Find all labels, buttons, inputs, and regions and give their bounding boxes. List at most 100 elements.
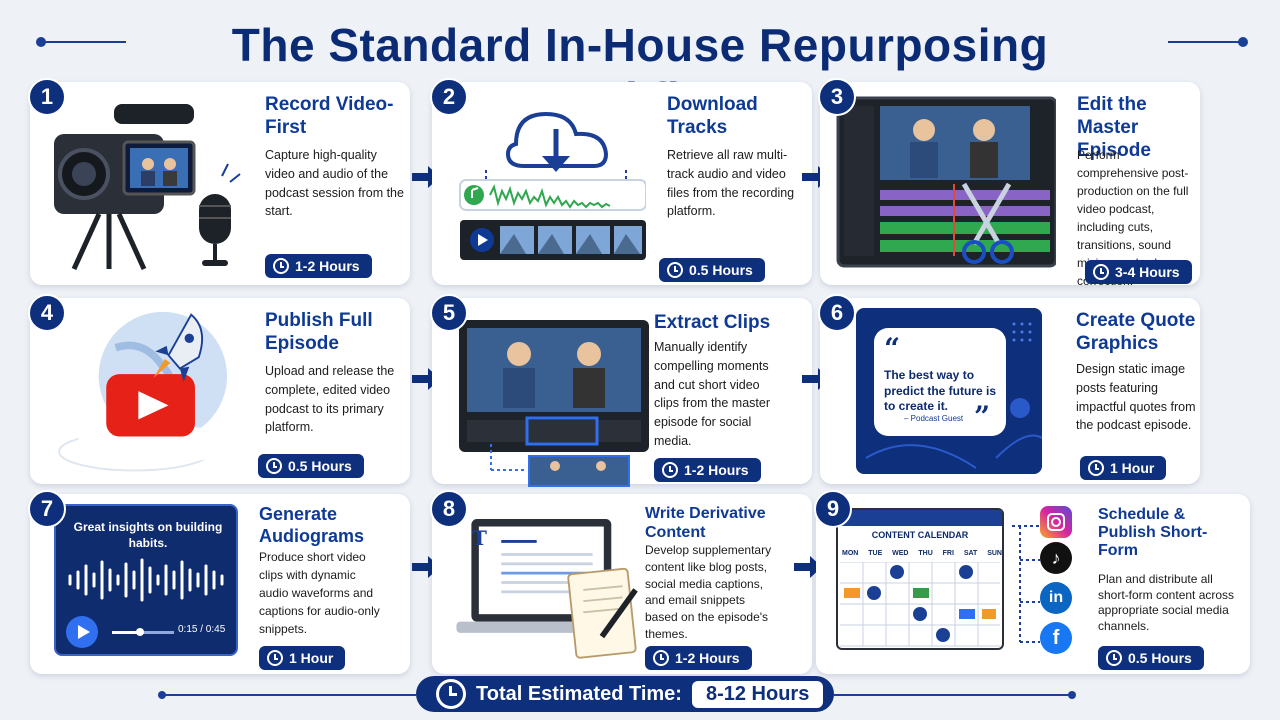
step-card-9: 9 CONTENT CALENDAR MON TUE WED THU FRI S… bbox=[814, 490, 1250, 674]
progress-handle[interactable] bbox=[136, 628, 144, 636]
clip-extract-icon bbox=[459, 320, 649, 487]
calendar-day: MON bbox=[842, 550, 859, 557]
audiogram-timestamp: 0:15 / 0:45 bbox=[178, 624, 226, 635]
instagram-icon[interactable] bbox=[1040, 506, 1072, 538]
step-card-2: 2 Download Tracks Retrieve all raw multi… bbox=[430, 78, 812, 285]
time-label: 1 Hour bbox=[1110, 460, 1155, 476]
time-badge: 3-4 Hours bbox=[1085, 260, 1192, 284]
step-title: Publish Full Episode bbox=[265, 310, 373, 354]
footer-deco-dot-left bbox=[158, 691, 166, 699]
clock-icon bbox=[662, 462, 678, 478]
step-title: Edit the Master Episode bbox=[1077, 94, 1151, 161]
quote-graphic: “ The best way to predict the future is … bbox=[856, 308, 1042, 474]
time-label: 3-4 Hours bbox=[1115, 264, 1180, 280]
time-badge: 1-2 Hours bbox=[645, 646, 752, 670]
arrow-right-icon bbox=[794, 556, 822, 578]
calendar-header-bar bbox=[838, 510, 1002, 526]
calendar-day: FRI bbox=[942, 550, 954, 557]
title-row: The Standard In-House Repurposing Workfl… bbox=[0, 10, 1280, 125]
time-badge: 1-2 Hours bbox=[654, 458, 761, 482]
quote-author: – Podcast Guest bbox=[904, 414, 964, 423]
step-description: Capture high-quality video and audio of … bbox=[265, 148, 404, 219]
clock-icon bbox=[667, 262, 683, 278]
step-description: Retrieve all raw multi-track audio and v… bbox=[667, 148, 795, 219]
footer-deco-dot-right bbox=[1068, 691, 1076, 699]
circuit-pattern-icon bbox=[865, 322, 1042, 469]
step-card-1: 1 Record Video-First Capture high-qualit… bbox=[28, 78, 410, 285]
linkedin-icon[interactable]: in bbox=[1040, 582, 1072, 614]
clock-icon bbox=[266, 458, 282, 474]
audiogram-player: Great insights on building habits. 0:15 … bbox=[54, 504, 238, 656]
calendar-day: WED bbox=[892, 550, 909, 557]
step-number: 3 bbox=[818, 78, 856, 116]
step-title: Write Derivative Content bbox=[645, 505, 766, 542]
step-number: 5 bbox=[430, 294, 468, 332]
quote-text: The best way to predict the future is to… bbox=[884, 368, 997, 414]
step-card-7: 7 Great insights on building habits. 0:1… bbox=[28, 490, 410, 674]
step-title: Schedule & Publish Short-Form bbox=[1098, 506, 1208, 559]
step-title: Extract Clips bbox=[654, 312, 771, 333]
title-deco-line-left bbox=[44, 41, 126, 43]
open-quote-icon: “ bbox=[884, 332, 901, 365]
audiogram-caption: Great insights on building habits. bbox=[73, 520, 223, 550]
document-letter: T bbox=[472, 526, 487, 550]
step-card-6: 6 “ The best way to predict the future i… bbox=[818, 294, 1200, 484]
video-editor-icon bbox=[836, 96, 1056, 268]
calendar-day: THU bbox=[918, 550, 933, 557]
total-label: Total Estimated Time: bbox=[476, 682, 682, 705]
clock-icon bbox=[653, 650, 669, 666]
clock-icon bbox=[273, 258, 289, 274]
laptop-notebook-icon bbox=[456, 519, 638, 659]
step-number: 8 bbox=[430, 490, 468, 528]
total-value: 8-12 Hours bbox=[691, 680, 824, 708]
step-description: Develop supplementary content like blog … bbox=[645, 543, 772, 641]
time-badge: 0.5 Hours bbox=[659, 258, 765, 282]
step-number: 9 bbox=[814, 490, 852, 528]
footer-deco-line-left bbox=[164, 694, 416, 696]
clock-icon bbox=[267, 650, 283, 666]
time-label: 1 Hour bbox=[289, 650, 334, 666]
step-description: Manually identify compelling moments and… bbox=[654, 340, 771, 448]
title-deco-dot-right bbox=[1238, 37, 1248, 47]
facebook-icon[interactable]: f bbox=[1040, 622, 1072, 654]
step-card-4: 4 Publish Full Episode Upload and releas… bbox=[28, 294, 410, 484]
time-badge: 0.5 Hours bbox=[258, 454, 364, 478]
time-label: 1-2 Hours bbox=[675, 650, 740, 666]
step-title: Create Quote Graphics bbox=[1076, 310, 1196, 354]
step-number: 7 bbox=[28, 490, 66, 528]
title-deco-dot-left bbox=[36, 37, 46, 47]
tiktok-icon[interactable]: ♪ bbox=[1040, 542, 1072, 574]
time-badge: 1 Hour bbox=[1080, 456, 1167, 480]
step-card-8: 8 T Write Derivative Content Develop sup… bbox=[430, 490, 812, 674]
time-label: 1-2 Hours bbox=[684, 462, 749, 478]
time-badge: 0.5 Hours bbox=[1098, 646, 1204, 670]
content-calendar: CONTENT CALENDAR MON TUE WED THU FRI SAT… bbox=[836, 508, 1004, 650]
time-badge: 1 Hour bbox=[259, 646, 346, 670]
social-connector-lines bbox=[1012, 525, 1040, 643]
clock-icon bbox=[436, 679, 466, 709]
step-description: Produce short video clips with dynamic a… bbox=[259, 550, 380, 636]
step-number: 6 bbox=[818, 294, 856, 332]
play-button[interactable] bbox=[66, 616, 98, 648]
calendar-grid bbox=[840, 562, 1000, 647]
clock-icon bbox=[1088, 460, 1104, 476]
total-time-banner: Total Estimated Time: 8-12 Hours bbox=[416, 676, 834, 712]
step-number: 1 bbox=[28, 78, 66, 116]
time-badge: 1-2 Hours bbox=[265, 254, 372, 278]
waveform-icon bbox=[68, 558, 224, 602]
quote-bubble: “ The best way to predict the future is … bbox=[874, 328, 1006, 436]
step-card-5: 5 Extract Clips Manually identify compel… bbox=[430, 294, 812, 487]
step-description: Plan and distribute all short-form conte… bbox=[1098, 572, 1235, 633]
calendar-day: SUN bbox=[987, 550, 1002, 557]
step-description: Design static image posts featuring impa… bbox=[1076, 362, 1196, 433]
step-title: Record Video-First bbox=[265, 94, 394, 138]
cloud-download-icon bbox=[459, 111, 646, 260]
progress-fill bbox=[112, 631, 140, 634]
step-title: Download Tracks bbox=[667, 94, 758, 138]
close-quote-icon: ” bbox=[974, 400, 991, 433]
progress-track[interactable] bbox=[112, 628, 174, 636]
time-label: 0.5 Hours bbox=[288, 458, 352, 474]
calendar-title: CONTENT CALENDAR bbox=[871, 530, 969, 540]
calendar-day: TUE bbox=[868, 550, 883, 557]
time-label: 1-2 Hours bbox=[295, 258, 360, 274]
